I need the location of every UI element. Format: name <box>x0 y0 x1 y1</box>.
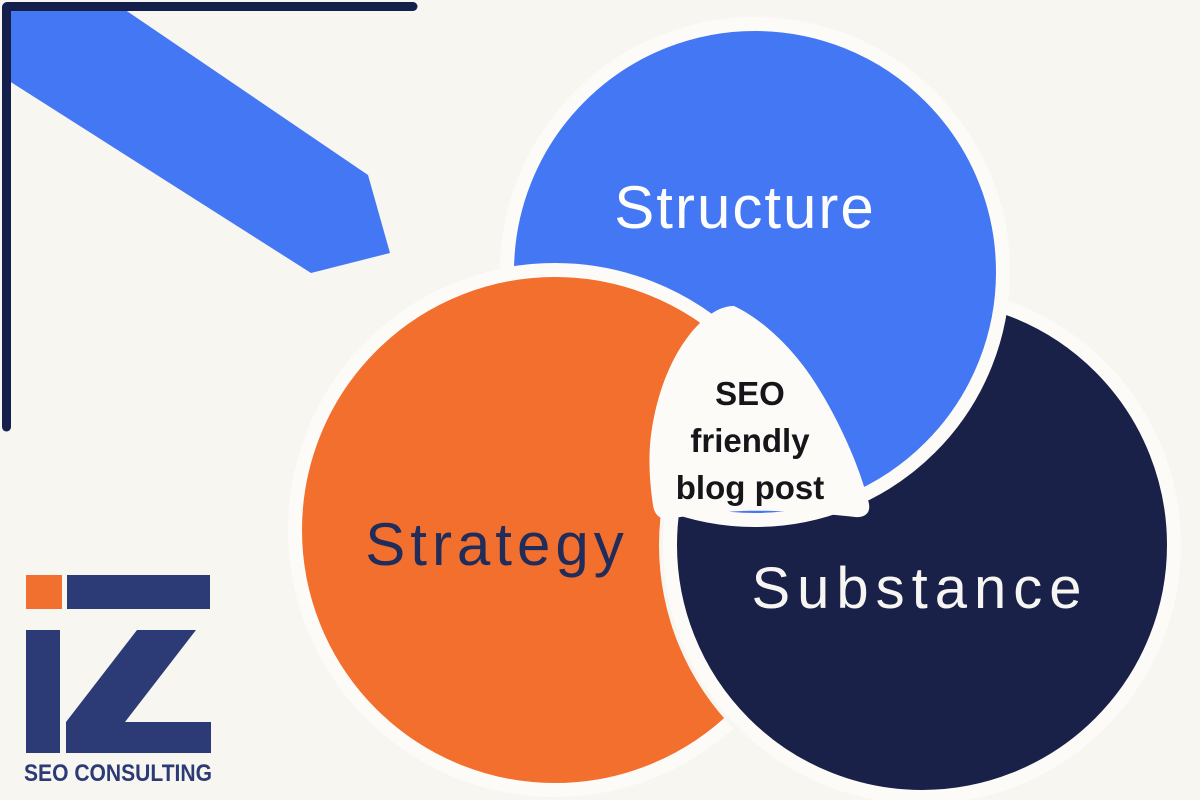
center-label: SEO friendly blog post <box>676 375 824 506</box>
center-label-line-1: SEO <box>715 375 785 412</box>
substance-label: Substance <box>751 556 1088 621</box>
corner-frame <box>2 2 418 432</box>
center-label-line-3: blog post <box>676 469 824 506</box>
logo-z-top-bar <box>67 575 210 609</box>
structure-label: Structure <box>614 174 875 241</box>
logo-i-stem <box>26 630 60 753</box>
logo-z-diagonal <box>66 630 211 753</box>
iz-logo: SEO CONSULTING <box>24 575 212 787</box>
center-label-line-2: friendly <box>690 422 810 459</box>
center-hole <box>649 306 870 520</box>
logo-i-dot <box>26 575 62 609</box>
logo-tagline: SEO CONSULTING <box>24 760 212 787</box>
strategy-label: Strategy <box>365 511 628 578</box>
corner-ribbon <box>6 5 390 273</box>
